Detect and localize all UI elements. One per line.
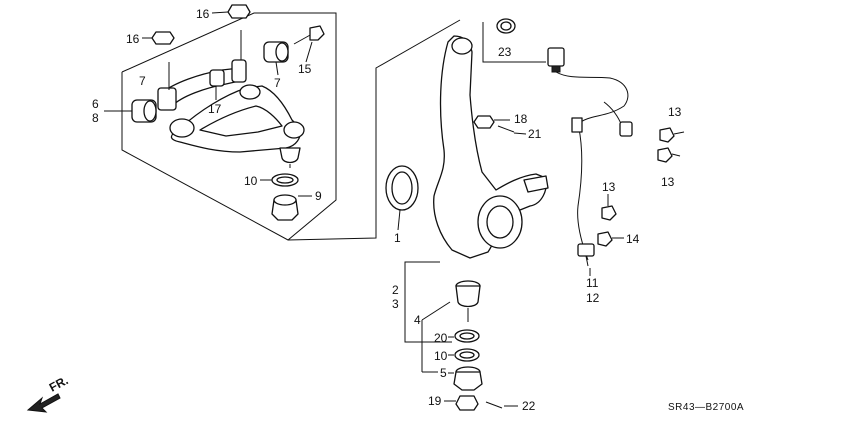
callout-11: 11 bbox=[586, 276, 599, 290]
callout-22: 22 bbox=[522, 399, 536, 413]
callout-9: 9 bbox=[315, 189, 322, 203]
callout-10-upper: 10 bbox=[244, 174, 258, 188]
callout-18: 18 bbox=[514, 112, 528, 126]
cap-23 bbox=[496, 18, 516, 34]
callout-5: 5 bbox=[440, 366, 447, 380]
callout-7-left: 7 bbox=[139, 74, 146, 88]
steering-knuckle bbox=[433, 35, 549, 259]
leader-4-20 bbox=[421, 301, 451, 321]
callout-8: 8 bbox=[92, 111, 99, 125]
callout-15: 15 bbox=[298, 62, 312, 76]
bolt-14 bbox=[597, 231, 613, 247]
callout-13-b: 13 bbox=[661, 175, 675, 189]
upper-control-arm bbox=[169, 84, 305, 153]
abs-sensor-wire bbox=[555, 71, 629, 261]
callout-13-c: 13 bbox=[602, 180, 616, 194]
callout-12: 12 bbox=[586, 291, 600, 305]
callout-23: 23 bbox=[498, 45, 512, 59]
nut-16-top bbox=[227, 4, 251, 19]
bolt-13a bbox=[659, 127, 685, 143]
abs-bracket-upper bbox=[571, 117, 633, 137]
callout-4: 4 bbox=[414, 313, 421, 327]
knuckle-group-frame bbox=[287, 19, 461, 241]
snap-ring-20 bbox=[454, 329, 480, 343]
nut-16-left bbox=[151, 31, 175, 45]
clip-10-lower bbox=[454, 348, 480, 362]
callout-16-top: 16 bbox=[196, 7, 210, 21]
callout-16-left: 16 bbox=[126, 32, 140, 46]
hub-seal-1 bbox=[385, 165, 419, 211]
ball-joint-upper bbox=[279, 147, 301, 168]
cotter-pin-22 bbox=[485, 401, 503, 409]
abs-sensor bbox=[577, 243, 595, 267]
clip-10-upper bbox=[271, 173, 299, 187]
boot-9 bbox=[271, 194, 299, 221]
abs-connector bbox=[547, 47, 565, 73]
cotter-pin-21 bbox=[497, 125, 515, 133]
bushing-17 bbox=[209, 69, 225, 87]
boot-5 bbox=[453, 366, 483, 391]
bushing-right bbox=[263, 41, 289, 63]
callout-20: 20 bbox=[434, 331, 448, 345]
callout-10-lower: 10 bbox=[434, 349, 448, 363]
nut-19 bbox=[455, 395, 479, 411]
callout-6: 6 bbox=[92, 97, 99, 111]
front-direction-arrow: FR. bbox=[26, 373, 71, 413]
upper-arm-group-frame bbox=[121, 12, 337, 241]
ball-joint-lower bbox=[455, 280, 481, 322]
callout-3: 3 bbox=[392, 297, 399, 311]
callout-2: 2 bbox=[392, 283, 399, 297]
callout-13-a: 13 bbox=[668, 105, 682, 119]
front-direction-label: FR. bbox=[47, 373, 71, 394]
cap-group-bracket bbox=[482, 22, 546, 63]
ball-joint-bracket bbox=[404, 261, 452, 343]
bolt-13c bbox=[601, 205, 617, 221]
callout-21: 21 bbox=[528, 127, 542, 141]
bushing-left bbox=[131, 99, 157, 123]
callout-17: 17 bbox=[208, 102, 222, 116]
diagram-code: SR43—B2700A bbox=[668, 402, 744, 413]
callout-7-right: 7 bbox=[274, 76, 281, 90]
callout-19: 19 bbox=[428, 394, 442, 408]
nut-18 bbox=[473, 115, 495, 129]
callout-1: 1 bbox=[394, 231, 401, 245]
callout-14: 14 bbox=[626, 232, 640, 246]
bolt-13b bbox=[657, 147, 681, 163]
bolt-15 bbox=[293, 25, 325, 45]
